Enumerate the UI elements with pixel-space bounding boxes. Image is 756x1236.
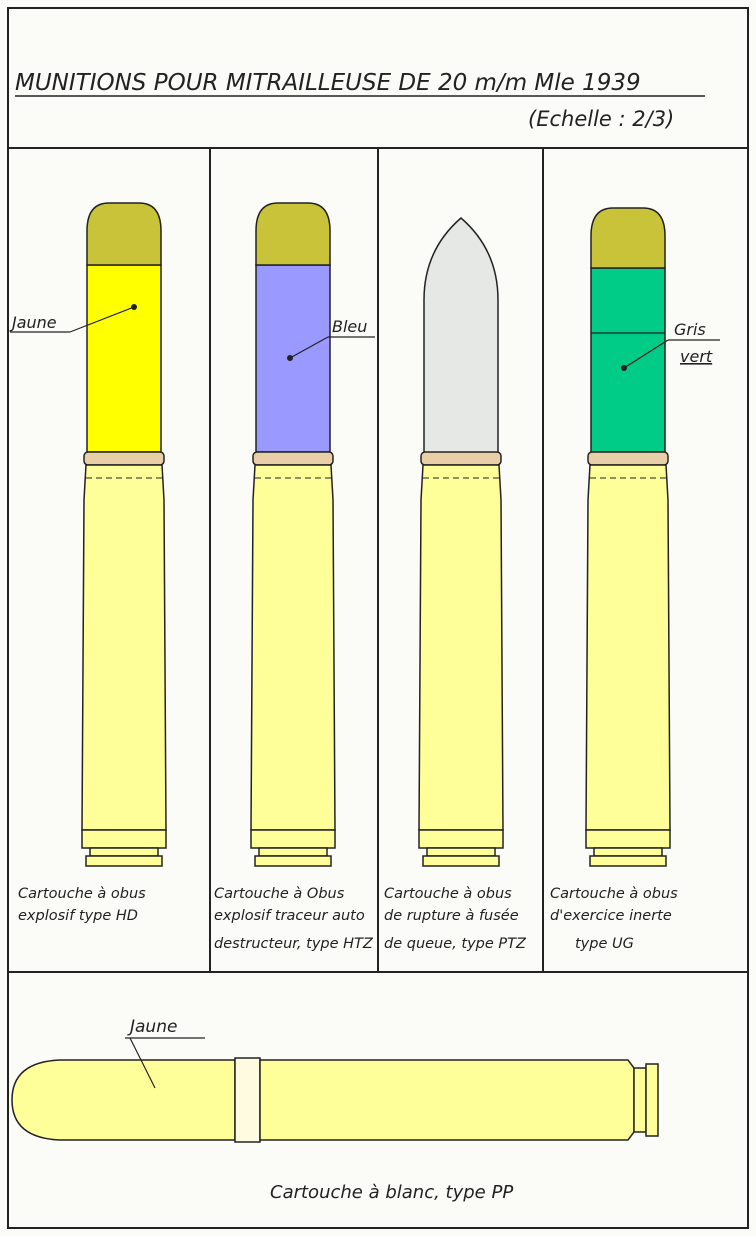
color-label: Jaune bbox=[9, 313, 57, 332]
projectile-body bbox=[86, 264, 162, 453]
label-arrow bbox=[129, 1037, 156, 1089]
cartridge-1: Cartouche à obus explosif type HD bbox=[18, 202, 167, 924]
cartridge-caption-line: destructeur, type HTZ bbox=[214, 936, 374, 952]
arrow-head-icon bbox=[621, 365, 627, 371]
cartridge-caption-line: d'exercice inerte bbox=[550, 908, 672, 924]
drawing-title: MUNITIONS POUR MITRAILLEUSE DE 20 m/m Ml… bbox=[15, 70, 641, 96]
arrow-head-icon bbox=[131, 304, 137, 310]
cartridge-2: Cartouche à Obus explosif traceur auto des… bbox=[214, 202, 374, 952]
case-head bbox=[250, 829, 336, 849]
arrow-head-icon bbox=[287, 355, 293, 361]
driving-band bbox=[252, 451, 334, 466]
blank-color-label: Jaune bbox=[127, 1017, 177, 1037]
cartridge-case bbox=[250, 464, 336, 831]
case-rim bbox=[422, 855, 500, 867]
cartridge-caption-line: Cartouche à obus bbox=[550, 886, 678, 902]
projectile-body bbox=[590, 267, 666, 453]
cartridge-caption-line: de rupture à fusée bbox=[384, 908, 519, 924]
extractor-groove bbox=[89, 847, 159, 857]
cartridge-caption-line: type UG bbox=[575, 936, 634, 952]
color-label: Bleu bbox=[332, 317, 367, 336]
case-rim bbox=[589, 855, 667, 867]
driving-band bbox=[83, 451, 165, 466]
cartridge-caption-line: Cartouche à Obus bbox=[214, 886, 345, 902]
cartridge-caption-line: de queue, type PTZ bbox=[384, 936, 527, 952]
blank-bullet bbox=[11, 1059, 236, 1141]
driving-band bbox=[587, 451, 669, 466]
extractor-groove bbox=[593, 847, 663, 857]
cartridge-caption-line: Cartouche à obus bbox=[384, 886, 512, 902]
projectile-tip bbox=[590, 207, 666, 269]
case-head bbox=[418, 829, 504, 849]
projectile-tip bbox=[86, 202, 162, 266]
cartridge-caption-line: explosif type HD bbox=[18, 908, 138, 924]
blank-case bbox=[259, 1059, 635, 1141]
label-arrow bbox=[623, 339, 669, 369]
cartridge-caption-line: explosif traceur auto bbox=[214, 908, 365, 924]
projectile-tip bbox=[255, 202, 331, 266]
color-label: vert bbox=[680, 347, 713, 366]
blank-caption: Cartouche à blanc, type PP bbox=[270, 1182, 513, 1203]
case-head bbox=[81, 829, 167, 849]
projectile bbox=[423, 217, 499, 456]
driving-band bbox=[420, 451, 502, 466]
scale-label: (Echelle : 2/3) bbox=[528, 107, 674, 131]
cartridge-caption-line: Cartouche à obus bbox=[18, 886, 146, 902]
case-rim bbox=[85, 855, 163, 867]
cartridge-4: Cartouche à obus d'exercice inerte type UG bbox=[550, 207, 678, 952]
blank-band bbox=[234, 1057, 261, 1143]
cartridge-case bbox=[418, 464, 504, 831]
extractor-groove bbox=[426, 847, 496, 857]
extractor-groove bbox=[258, 847, 328, 857]
case-rim bbox=[254, 855, 332, 867]
label-arrow bbox=[69, 306, 135, 333]
blank-cartridge: Jaune Cartouche à blanc, type PP bbox=[11, 1017, 659, 1203]
projectile-body bbox=[255, 264, 331, 453]
blank-extractor-groove bbox=[633, 1067, 647, 1133]
blank-rim bbox=[645, 1063, 659, 1137]
outer-frame bbox=[7, 7, 749, 1229]
case-head bbox=[585, 829, 671, 849]
cartridge-case bbox=[585, 464, 671, 831]
color-label: Gris bbox=[674, 320, 706, 339]
cartridge-case bbox=[81, 464, 167, 831]
cartridge-3: Cartouche à obus de rupture à fusée de que… bbox=[384, 217, 527, 952]
label-arrow bbox=[289, 336, 329, 359]
